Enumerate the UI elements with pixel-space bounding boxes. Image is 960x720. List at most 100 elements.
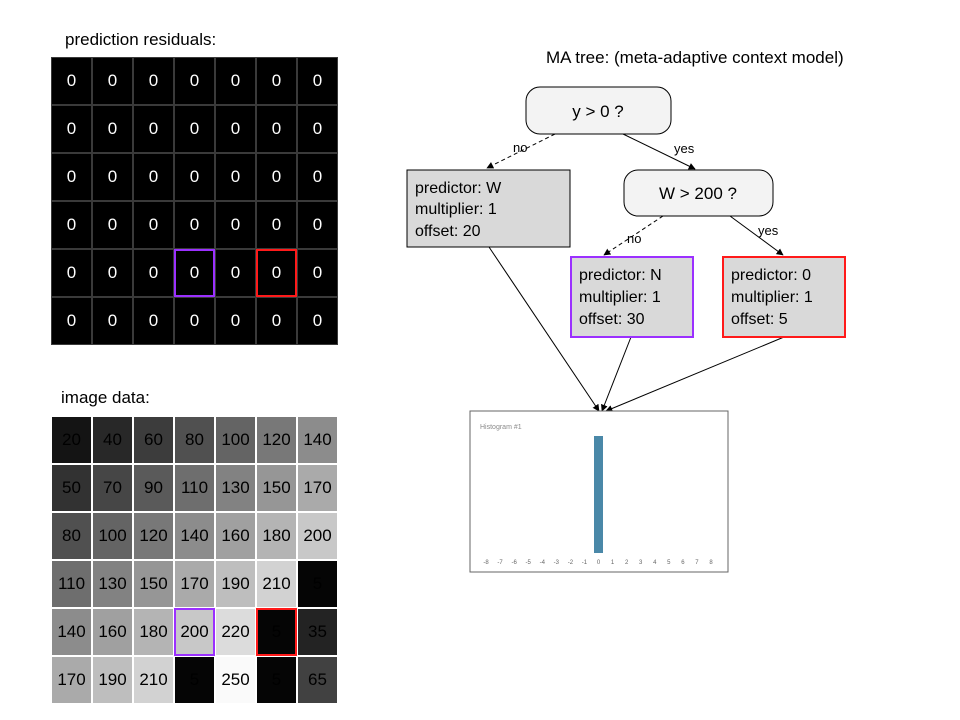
leaf-n-predictor: predictor: N [579,267,662,284]
residual-cell: 0 [297,153,338,201]
image-data-cell: 80 [174,416,215,464]
residual-cell: 0 [51,57,92,105]
histogram-tick-label: 1 [611,560,615,566]
residual-cell: 0 [92,297,133,345]
histogram-tick-label: -7 [497,560,503,566]
residual-cell: 0 [297,201,338,249]
residual-cell: 0 [174,57,215,105]
root-no-label: no [513,140,527,155]
leaf-n-offset: offset: 30 [579,311,645,328]
residual-cell: 0 [297,57,338,105]
residual-cell: 0 [174,249,215,297]
histogram-tick-label: -4 [540,560,546,566]
histogram-tick-label: 6 [681,560,685,566]
leaf-zero-offset: offset: 5 [731,311,788,328]
residual-cell: 0 [256,105,297,153]
image-data-cell: 150 [256,464,297,512]
image-data-cell: 150 [133,560,174,608]
image-data-cell: 250 [215,656,256,704]
residual-cell: 0 [92,201,133,249]
histogram-tick-label: 4 [653,560,657,566]
edge-leaf-w-hist [488,246,600,412]
residual-cell: 0 [215,57,256,105]
leaf-zero-predictor: predictor: 0 [731,267,811,284]
residual-cell: 0 [92,153,133,201]
leaf-w-predictor: predictor: W [415,180,502,197]
image-data-cell: 35 [297,608,338,656]
histogram-tick-label: -2 [568,560,574,566]
image-data-cell: 5 [297,560,338,608]
residual-cell: 0 [215,201,256,249]
image-data-cell: 120 [133,512,174,560]
image-data-cell: 5 [256,608,297,656]
image-data-cell: 100 [215,416,256,464]
leaf-n-node [570,256,694,338]
residual-cell: 0 [51,105,92,153]
image-data-cell: 170 [174,560,215,608]
residual-cell: 0 [133,105,174,153]
residual-cell: 0 [215,249,256,297]
histogram-tick-label: 3 [639,560,643,566]
image-data-cell: 110 [51,560,92,608]
histogram-tick-label: -3 [554,560,560,566]
image-data-cell: 190 [92,656,133,704]
residual-cell: 0 [256,57,297,105]
residual-cell: 0 [174,105,215,153]
image-data-cell: 130 [92,560,133,608]
histogram-tick-label: 5 [667,560,671,566]
image-data-cell: 140 [174,512,215,560]
image-data-cell: 170 [51,656,92,704]
image-data-cell: 220 [215,608,256,656]
leaf-w-offset: offset: 20 [415,223,481,240]
histogram-tick-label: 2 [625,560,629,566]
image-data-cell: 180 [256,512,297,560]
image-data-cell: 5 [174,656,215,704]
image-data-cell: 190 [215,560,256,608]
histogram-tick-label: -8 [483,560,489,566]
residual-cell: 0 [133,153,174,201]
image-data-cell: 160 [92,608,133,656]
image-data-cell: 160 [215,512,256,560]
residual-cell: 0 [174,153,215,201]
image-data-cell: 80 [51,512,92,560]
histogram-title: Histogram #1 [480,424,522,431]
tree-title: MA tree: (meta-adaptive context model) [546,48,844,67]
edge-inner-no [603,215,664,256]
image-data-cell: 60 [133,416,174,464]
image-data-cell: 5 [256,656,297,704]
image-data-cell: 200 [297,512,338,560]
leaf-w-node [406,169,571,248]
leaf-zero-multiplier: multiplier: 1 [731,289,813,306]
residual-cell: 0 [256,153,297,201]
image-data-cell: 210 [133,656,174,704]
image-data-cell: 100 [92,512,133,560]
image-data-cell: 70 [92,464,133,512]
residual-cell: 0 [51,297,92,345]
residual-cell: 0 [297,105,338,153]
image-data-label: image data: [61,388,150,407]
residual-cell: 0 [92,105,133,153]
leaf-zero-node [722,256,846,338]
image-data-cell: 170 [297,464,338,512]
residual-cell: 0 [215,153,256,201]
residual-cell: 0 [51,153,92,201]
residual-cell: 0 [133,57,174,105]
image-data-cell: 200 [174,608,215,656]
image-data-cell: 180 [133,608,174,656]
edge-leaf-n-hist [601,336,632,412]
edge-root-yes [622,133,696,170]
histogram-tick-label: -5 [526,560,532,566]
image-data-cell: 140 [51,608,92,656]
image-data-cell: 65 [297,656,338,704]
residual-cell: 0 [297,297,338,345]
histogram-tick-label: 0 [597,560,601,566]
image-data-cell: 40 [92,416,133,464]
leaf-n-multiplier: multiplier: 1 [579,289,661,306]
residual-cell: 0 [133,297,174,345]
residual-cell: 0 [256,297,297,345]
inner-question: W > 200 ? [659,184,737,203]
residual-cell: 0 [51,201,92,249]
residual-cell: 0 [133,249,174,297]
